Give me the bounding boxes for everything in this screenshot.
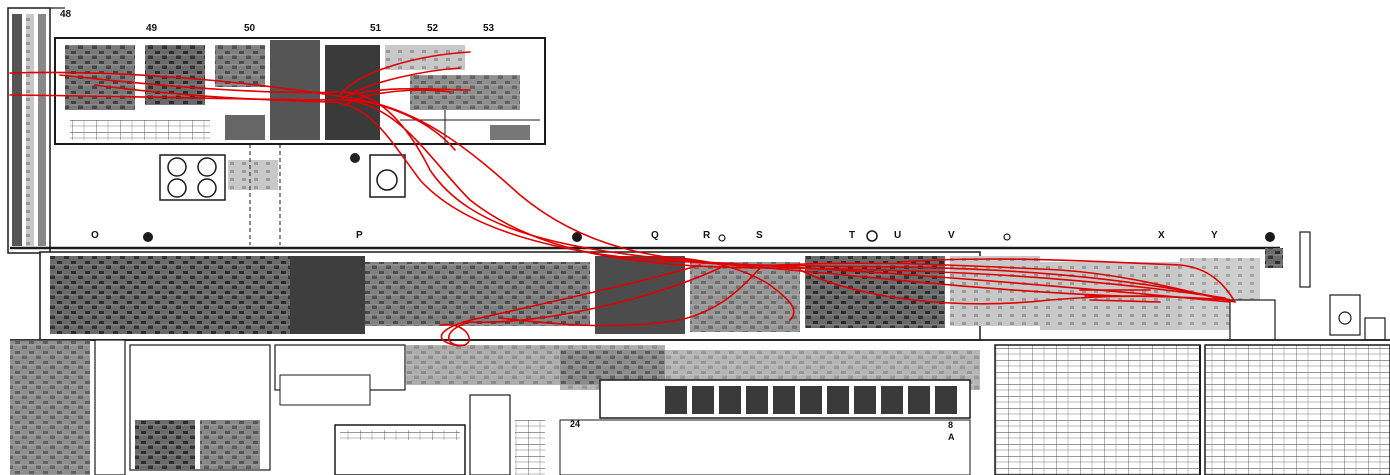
row-marker-r: R	[703, 230, 711, 241]
route-overlay	[9, 51, 1236, 347]
tank-group	[159, 144, 406, 245]
route-line	[1079, 289, 1161, 303]
row-marker-p: P	[356, 230, 363, 241]
route-line	[59, 74, 1231, 303]
gridline-label-49: 49	[146, 23, 158, 34]
route-line	[9, 71, 1231, 301]
row-marker-y: Y	[1211, 230, 1218, 241]
row-marker-q: Q	[651, 230, 659, 241]
gridline-label-48: 48	[60, 9, 72, 20]
gridline-label-52: 52	[427, 23, 439, 34]
label-8: 8	[948, 420, 953, 430]
route-line	[94, 84, 1121, 297]
row-marker-v: V	[948, 230, 955, 241]
row-marker-u: U	[894, 230, 901, 241]
warehouse-racking	[994, 344, 1390, 475]
main-production-hall	[10, 231, 1390, 341]
row-marker-o: O	[91, 230, 99, 241]
cabinet-row	[665, 386, 957, 414]
row-marker-labels: O P Q R S T U V X Y	[91, 230, 1218, 241]
lower-production-area	[10, 339, 980, 475]
route-line	[679, 257, 795, 321]
route-line	[344, 87, 471, 151]
row-marker-x: X	[1158, 230, 1165, 241]
row-marker-t: T	[849, 230, 855, 241]
route-line	[499, 267, 761, 327]
gridline-label-53: 53	[483, 23, 495, 34]
grid-labels-top: 48 49 50 51 52 53	[60, 9, 495, 34]
misc-labels: 24 8 A	[570, 419, 955, 442]
route-line	[448, 267, 721, 347]
gridline-label-51: 51	[370, 23, 382, 34]
route-line	[759, 262, 1236, 303]
label-24: 24	[570, 419, 580, 429]
route-line	[899, 258, 1236, 303]
row-marker-s: S	[756, 230, 763, 241]
column-markers	[143, 230, 1275, 242]
route-line	[799, 269, 1231, 305]
left-wall-structure	[7, 7, 65, 254]
label-a: A	[948, 432, 955, 442]
route-line	[439, 264, 701, 347]
gridline-label-50: 50	[244, 23, 256, 34]
